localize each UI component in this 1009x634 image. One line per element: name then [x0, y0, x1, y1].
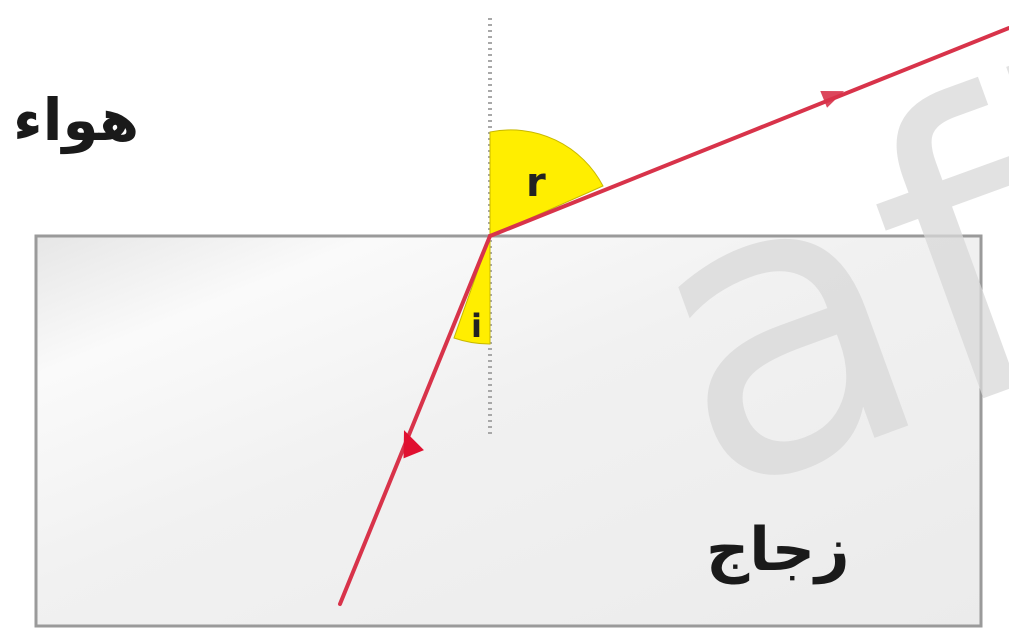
- air-label: هواء: [13, 86, 139, 155]
- refraction-angle-label: r: [526, 160, 546, 206]
- refraction-angle-sector: [489, 129, 604, 237]
- incident-arrow-icon: [403, 430, 424, 459]
- incidence-angle-label: i: [471, 307, 482, 345]
- incident-ray: [338, 234, 492, 606]
- refracted-ray: [488, 26, 1009, 238]
- glass-block: [34, 234, 983, 628]
- glass-label: زجاج: [706, 515, 850, 585]
- refracted-arrow-icon: [820, 91, 845, 108]
